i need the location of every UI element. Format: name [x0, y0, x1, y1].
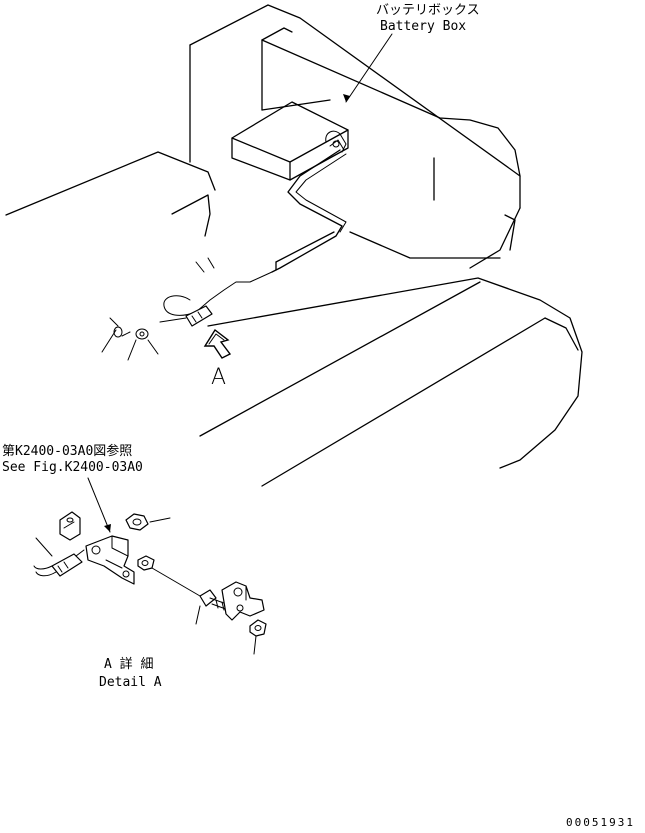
view-label-a: A: [211, 365, 226, 390]
battery-box-label-jp: バッテリボックス: [376, 3, 480, 18]
detail-label-en: Detail A: [99, 675, 162, 690]
nut-middle: [137, 555, 201, 597]
battery-cable: [163, 149, 347, 316]
connector-plug: [159, 305, 213, 327]
nut-upper: [125, 513, 171, 531]
reference-note-en: See Fig.K2400-03A0: [2, 460, 143, 475]
machine-body-outline: [5, 4, 583, 487]
battery-box: [231, 101, 349, 181]
view-arrow: [203, 328, 232, 359]
cable-clip: [59, 511, 81, 541]
drawing-number: 00051931: [566, 816, 635, 829]
detail-label-jp: A 詳 細: [104, 656, 153, 672]
reference-leader: [87, 477, 111, 533]
battery-box-leader-arrow: [343, 94, 350, 102]
battery-box-label-en: Battery Box: [380, 19, 466, 34]
sensor-detail: [33, 537, 85, 577]
small-fittings: [101, 317, 159, 361]
reference-note-jp: 第K2400-03A0図参照: [2, 443, 132, 459]
nut-lower: [249, 619, 267, 655]
reference-leader-arrow: [104, 524, 111, 532]
clamp-bracket: [221, 581, 265, 621]
battery-box-leader: [345, 33, 393, 103]
mounting-bracket: [85, 535, 135, 585]
